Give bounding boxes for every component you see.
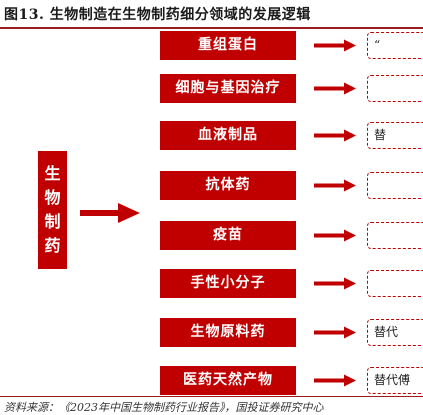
category-box: 重组蛋白 — [160, 31, 296, 60]
category-box: 细胞与基因治疗 — [160, 74, 296, 103]
main-arrow — [80, 203, 140, 223]
category-detail-box — [367, 270, 423, 297]
row-arrow — [314, 129, 356, 142]
category-box: 疫苗 — [160, 221, 296, 250]
category-detail-box: “ — [367, 32, 423, 59]
main-category-label: 生物制药 — [44, 164, 61, 255]
source-note: 资料来源：《2023年中国生物制药行业报告》，国投证券研究中心 — [4, 401, 324, 414]
category-detail-box: 替代 — [367, 319, 423, 346]
row-arrow — [314, 277, 356, 290]
figure-title: 图13. 生物制造在生物制药细分领域的发展逻辑 — [4, 7, 311, 23]
category-detail-box — [367, 75, 423, 102]
row-arrow — [314, 39, 356, 52]
category-box: 生物原料药 — [160, 318, 296, 347]
category-detail-box — [367, 172, 423, 199]
category-box: 抗体药 — [160, 171, 296, 200]
row-arrow — [314, 82, 356, 95]
main-category-block: 生物制药 — [38, 151, 67, 269]
row-arrow — [314, 179, 356, 192]
source-rule — [0, 396, 423, 397]
category-box: 手性小分子 — [160, 269, 296, 298]
category-detail-box — [367, 222, 423, 249]
row-arrow — [314, 374, 356, 387]
category-box: 医药天然产物 — [160, 366, 296, 395]
title-rule — [0, 27, 423, 29]
category-detail-box: 替 — [367, 122, 423, 149]
row-arrow — [314, 229, 356, 242]
category-box: 血液制品 — [160, 121, 296, 150]
category-detail-box: 替代傅 — [367, 367, 423, 394]
row-arrow — [314, 326, 356, 339]
